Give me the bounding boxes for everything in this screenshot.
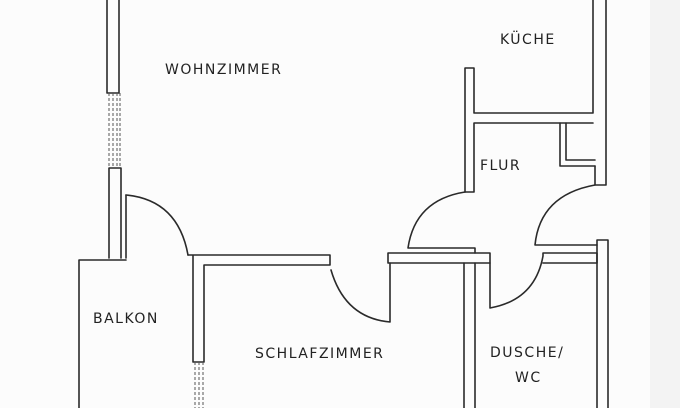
room-label-schlafzimmer: SCHLAFZIMMER — [255, 346, 384, 362]
room-label-flur: FLUR — [480, 158, 521, 174]
room-label-balkon: BALKON — [93, 311, 159, 327]
paper-edge — [650, 0, 680, 408]
balkon-outline — [78, 259, 127, 408]
room-label-wc: WC — [515, 370, 542, 386]
room-label-wohnzimmer: WOHNZIMMER — [165, 62, 282, 78]
wall-schlafzimmer — [187, 252, 491, 408]
wall-flur-kueche — [407, 0, 609, 408]
door-balkon-arc — [125, 194, 189, 256]
room-label-dusche: DUSCHE/ — [490, 345, 564, 361]
room-label-kueche: KÜCHE — [500, 30, 556, 48]
window-wohnzimmer — [108, 93, 121, 168]
